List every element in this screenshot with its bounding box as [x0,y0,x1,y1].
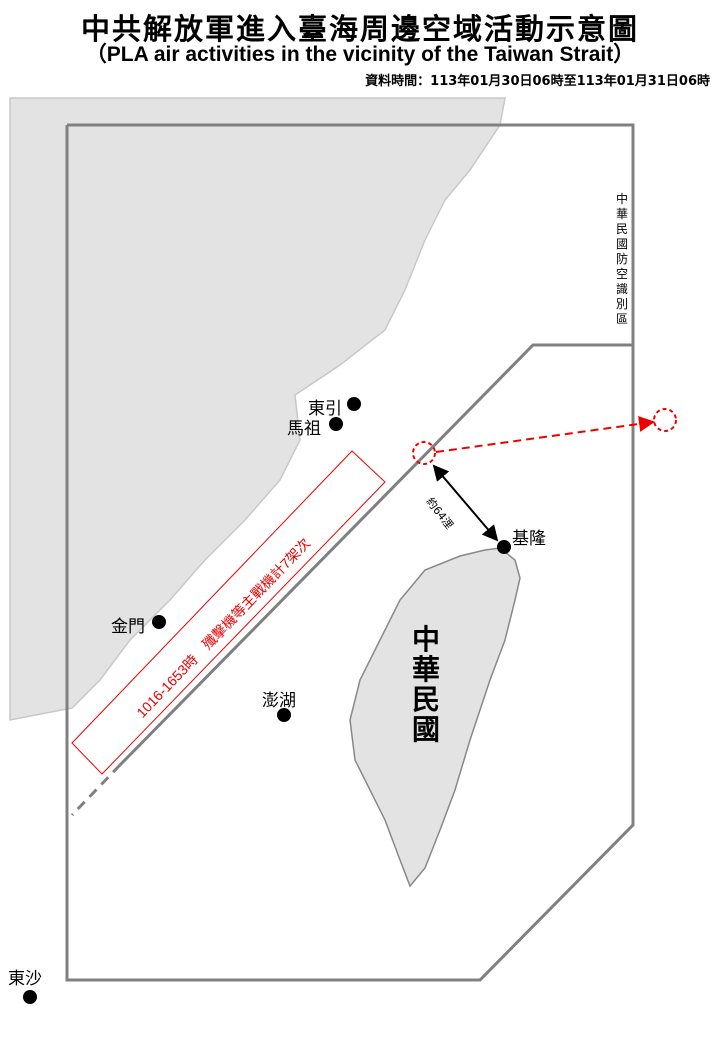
label-penghu: 澎湖 [262,691,296,711]
label-dongsha: 東沙 [8,969,42,989]
mainland-china [9,97,506,721]
distance-arrow [432,464,499,542]
adiz-boundary [65,123,635,982]
flight-start-circle [412,441,436,465]
taiwan-island [349,547,521,888]
label-dongyin: 東引 [308,399,342,419]
label-keelung: 基隆 [512,529,546,549]
map-subtitle: （PLA air activities in the vicinity of t… [85,43,635,66]
kinmen-dot [152,615,166,629]
dongyin-dot [347,397,361,411]
median-line-dashed [70,763,122,817]
label-kinmen: 金門 [111,617,145,637]
dongsha-dot [23,990,37,1004]
adiz-label: 中華民國防空識別區 [615,192,628,326]
flight-path-arrow [435,415,655,453]
matsu-dot [329,417,343,431]
map-title: 中共解放軍進入臺海周邊空域活動示意圖 [80,12,639,46]
median-line [118,343,633,767]
label-matsu: 馬祖 [287,419,321,439]
keelung-dot [497,540,511,554]
flight-end-circle [653,408,677,432]
country-label: 中華民國 [412,623,441,746]
activity-area [71,450,386,775]
data-period: 資料時間：113年01月30日06時至113年01月31日06時 [365,74,710,89]
penghu-dot [277,708,291,722]
